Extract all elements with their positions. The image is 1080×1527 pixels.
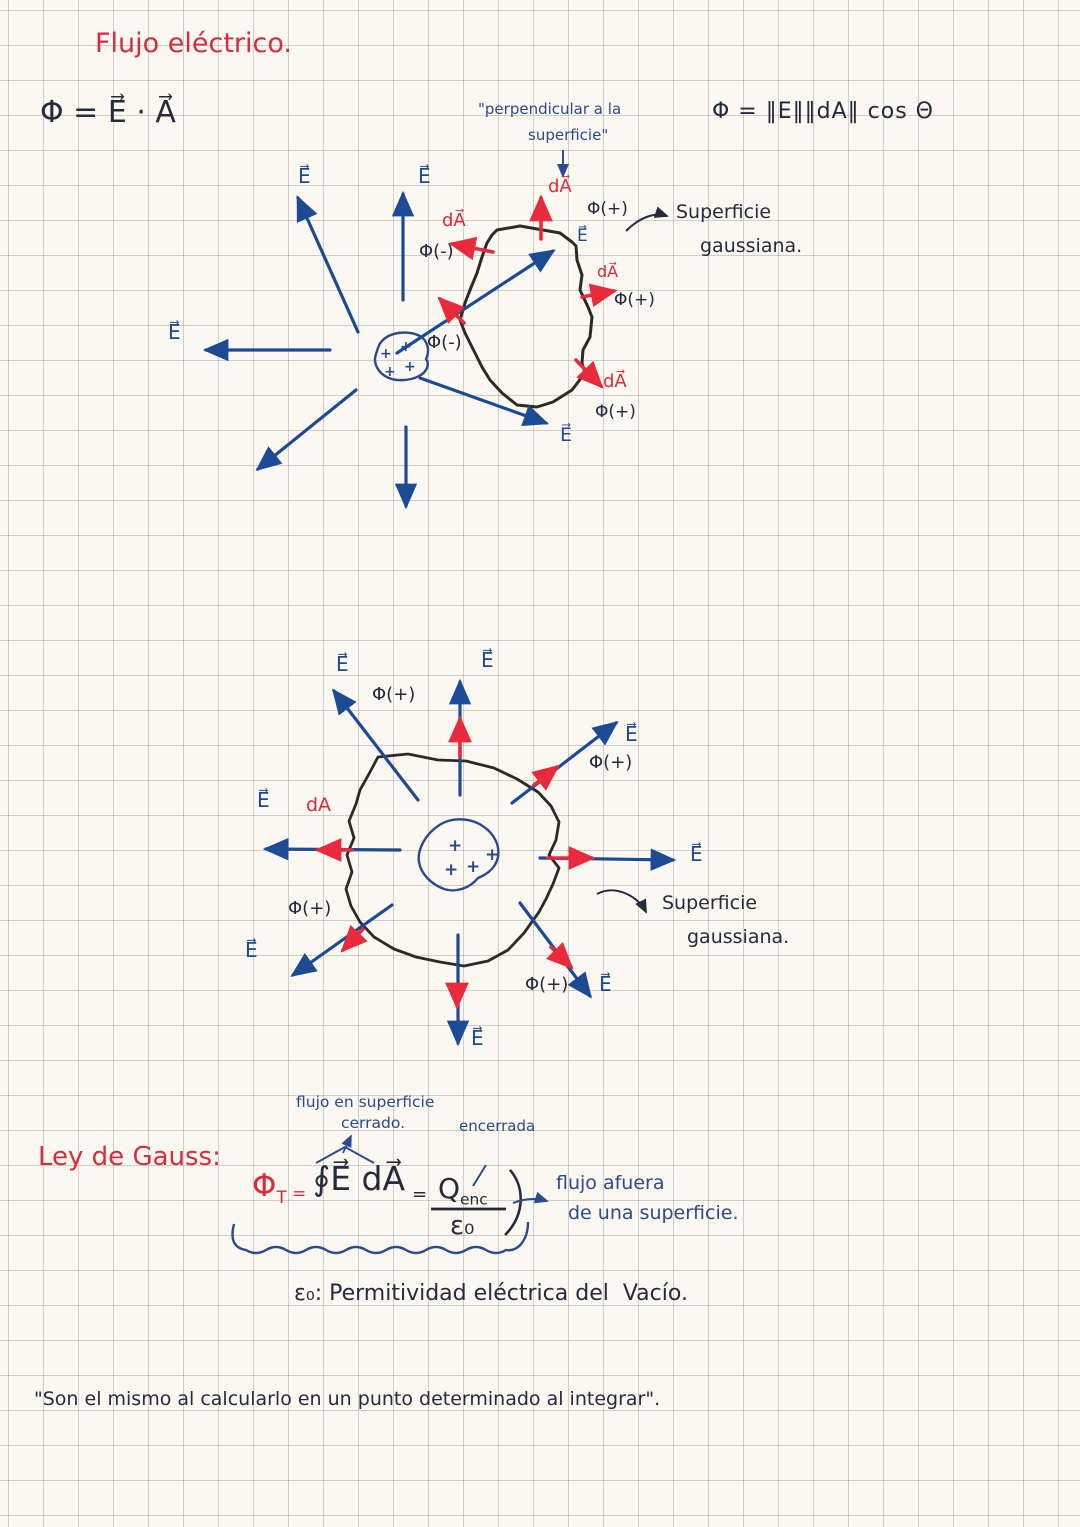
diagram1-da-arrows [437, 194, 618, 389]
gaussian-surface-label-line1: Superficie [662, 892, 758, 914]
outside-flux-note-line2: de una superficie. [568, 1202, 739, 1224]
diagram2-da-arrows [314, 715, 596, 1010]
enclosed-charge-term: Qenc [438, 1174, 488, 1208]
flux-negative-label: Φ(-) [427, 332, 462, 353]
diagram1-charge-blob [373, 331, 430, 382]
da-arrow [580, 283, 618, 307]
gaussian-surface-label-line1: Superficie [676, 201, 772, 223]
q-symbol: Q [438, 1172, 461, 1205]
equals-sign: = [412, 1184, 428, 1205]
da-arrow [448, 236, 495, 261]
plus-charge: + [444, 860, 458, 880]
e-field-label: E⃗ [245, 938, 258, 962]
e-field-arrow [255, 388, 358, 472]
flux-positive-label: Φ(+) [595, 402, 636, 422]
da-arrow [531, 764, 560, 791]
flux-negative-label: Φ(-) [419, 241, 454, 262]
da-label: dA⃗ [548, 176, 572, 197]
gauss-law-heading: Ley de Gauss: [38, 1142, 221, 1172]
hat-arrow [341, 1134, 352, 1154]
e-field-label: E⃗ [690, 842, 703, 866]
da-arrow [574, 358, 604, 389]
diagram2-gaussian-surface [344, 752, 561, 968]
enclosed-tick [472, 1164, 487, 1187]
closed-surface-note-line2: cerrado. [341, 1114, 406, 1132]
phi-symbol: Φ [252, 1168, 277, 1204]
diagram2-charge-blob [417, 818, 500, 892]
e-field-arrow [395, 249, 556, 355]
closed-surface-note-line1: flujo en superficie [296, 1093, 435, 1111]
plus-charge: + [404, 359, 416, 375]
flux-magnitude-formula: Φ = ‖E‖‖dA‖ cos Θ [712, 99, 934, 124]
e-field-label: E⃗ [257, 788, 270, 812]
e-field-label: E⃗ [298, 164, 311, 188]
surface-integral-term: ∮E⃗ dA⃗ [313, 1159, 406, 1198]
e-field-label: E⃗ [471, 1026, 484, 1050]
da-arrow [340, 924, 368, 953]
e-field-label: E⃗ [481, 648, 494, 672]
epsilon0-symbol: ε₀ [450, 1211, 475, 1241]
e-field-arrow [418, 376, 550, 427]
plus-charge: + [380, 346, 392, 362]
perpendicular-note-line2: superficie" [528, 126, 609, 144]
plus-charge: + [466, 857, 480, 877]
phi-subscript: T [276, 1188, 287, 1209]
q-subscript: enc [460, 1190, 488, 1209]
flux-positive-label: Φ(+) [587, 199, 628, 219]
flux-dot-formula: Φ = E⃗ · A⃗ [40, 95, 176, 130]
da-arrow [437, 296, 466, 325]
flux-positive-label: Φ(+) [288, 898, 332, 919]
permittivity-definition: ε₀: Permitividad eléctrica del Vacío. [294, 1281, 688, 1306]
flux-positive-label: Φ(+) [614, 290, 655, 310]
e-field-label: E⃗ [577, 226, 588, 246]
plus-charge: + [384, 364, 396, 380]
diagram2-charge-plus-marks: + + + + [444, 836, 499, 880]
flux-positive-label: Φ(+) [372, 684, 416, 705]
plus-charge: + [448, 836, 462, 856]
total-flux-symbol: ΦT [252, 1170, 287, 1208]
page-title: Flujo eléctrico. [95, 28, 292, 59]
da-arrow [546, 942, 574, 970]
pointer-to-surface-label [625, 206, 669, 232]
e-field-arrow [510, 721, 619, 805]
da-label: dA⃗ [603, 371, 627, 392]
outside-flux-note-line1: flujo afuera [556, 1172, 665, 1194]
equals-sign: = [292, 1184, 307, 1204]
e-field-label: E⃗ [625, 722, 638, 746]
pointer-to-surface-label [596, 889, 647, 914]
flux-positive-label: Φ(+) [525, 974, 569, 995]
e-field-label: E⃗ [560, 424, 573, 446]
e-field-label: E⃗ [599, 972, 612, 996]
gaussian-surface-label-line2: gaussiana. [700, 235, 803, 257]
e-field-arrow [332, 688, 420, 802]
plus-charge: + [485, 845, 499, 865]
flux-positive-label: Φ(+) [589, 752, 633, 773]
enclosed-note: encerrada [459, 1117, 536, 1135]
da-label: dA [306, 794, 332, 816]
footer-quote: "Son el mismo al calcularlo en un punto … [34, 1388, 661, 1410]
e-field-arrow [296, 195, 360, 334]
gaussian-surface-label-line2: gaussiana. [687, 926, 790, 948]
e-field-label: E⃗ [418, 164, 431, 188]
wavy-underbrace [231, 1221, 530, 1255]
e-field-label: E⃗ [168, 320, 181, 344]
e-field-label: E⃗ [336, 652, 349, 676]
diagram1-e-field-arrows [202, 190, 556, 510]
side-note-arrow [512, 1191, 549, 1204]
da-label: dA⃗ [597, 262, 619, 281]
perpendicular-note-line1: "perpendicular a la [478, 100, 622, 118]
da-label: dA⃗ [442, 210, 466, 231]
diagram1-gaussian-surface [458, 224, 594, 409]
